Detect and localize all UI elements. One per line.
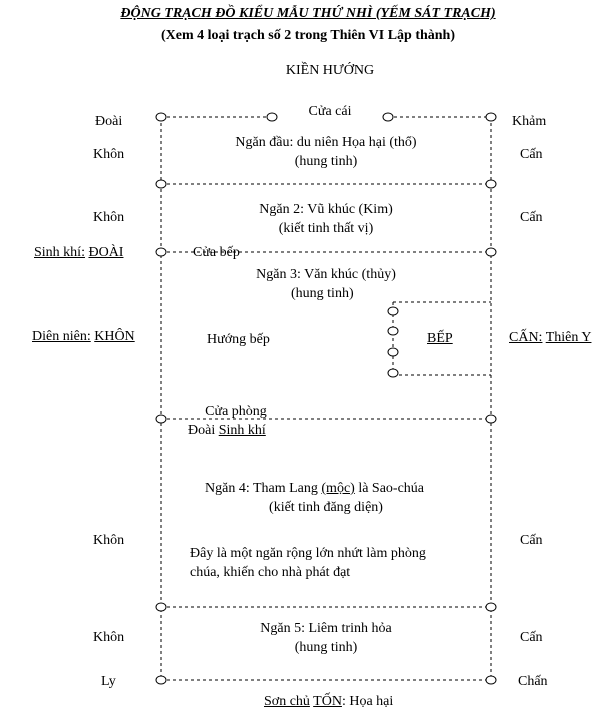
right-label-can-3: Cấn xyxy=(520,533,543,548)
node-circle xyxy=(485,675,497,685)
room-sinh-khi: Sinh khí xyxy=(218,423,266,438)
node-circle xyxy=(485,602,497,612)
left-label-dien-nien: Diên niên: KHÔN xyxy=(32,328,135,346)
right-label-can-2: Cấn xyxy=(520,210,543,225)
son-chu-suffix: : Họa hại xyxy=(341,694,394,709)
ngan-5-line1: Ngăn 5: Liêm trinh hỏa xyxy=(260,621,392,636)
ngan-4-moc: (mộc) xyxy=(321,481,355,496)
ngan-dau-line1: Ngăn đầu: du niên Họa hại (thổ) xyxy=(235,135,417,150)
left-label-sinh-khi: Sinh khí: ĐOÀI xyxy=(34,244,123,262)
ngan-4-desc1: Đây là một ngăn rộng lớn nhứt làm phòng xyxy=(190,546,426,561)
left-label-khon-2: Khôn xyxy=(93,210,125,225)
node-circle xyxy=(382,112,394,122)
node-circle xyxy=(387,347,399,357)
ngan-2-line1: Ngăn 2: Vũ khúc (Kim) xyxy=(259,202,393,217)
left-label-khon-3: Khôn xyxy=(93,533,125,548)
son-chu-value: TỐN xyxy=(313,694,342,709)
ngan-4-line2: (kiết tinh đăng diện) xyxy=(269,500,383,515)
right-label-kham: Khảm xyxy=(512,114,547,129)
node-circle xyxy=(266,112,278,122)
node-circle xyxy=(387,368,399,378)
node-circle xyxy=(485,247,497,257)
son-chu-prefix: Sơn chủ xyxy=(264,694,310,709)
node-circle xyxy=(155,112,167,122)
ngan-2-line2: (kiết tinh thất vị) xyxy=(278,221,374,236)
cua-phong: Cửa phòng xyxy=(205,404,267,419)
can-prefix: CẤN: xyxy=(509,330,543,345)
node-circle xyxy=(485,112,497,122)
room-doai: Đoài xyxy=(188,423,216,438)
sinh-khi-prefix: Sinh khí: xyxy=(34,245,85,260)
ngan-4-line1: Ngăn 4: Tham Lang (mộc) là Sao-chúa xyxy=(205,480,424,498)
left-label-khon-1: Khôn xyxy=(93,147,125,162)
ngan-dau-line2: (hung tinh) xyxy=(294,154,358,169)
left-label-ly: Ly xyxy=(101,674,116,689)
sinh-khi-value: ĐOÀI xyxy=(88,245,124,260)
dien-nien-prefix: Diên niên: xyxy=(32,329,91,344)
bep-label: BẾP xyxy=(427,331,453,346)
node-circle xyxy=(155,247,167,257)
son-chu-label: Sơn chủ TỐN: Họa hại xyxy=(264,693,393,711)
node-circle xyxy=(485,179,497,189)
right-label-can-4: Cấn xyxy=(520,630,543,645)
node-circle xyxy=(387,306,399,316)
cua-bep: Cửa bếp xyxy=(193,245,240,260)
right-label-can-1: Cấn xyxy=(520,147,543,162)
ngan-5-line2: (hung tinh) xyxy=(294,640,358,655)
right-label-chan: Chấn xyxy=(518,674,548,689)
right-label-can-thien-y: CẤN: Thiên Y xyxy=(509,329,591,347)
left-label-doai: Đoài xyxy=(95,114,123,129)
node-circle xyxy=(387,326,399,336)
dien-nien-value: KHÔN xyxy=(94,329,135,344)
huong-bep: Hướng bếp xyxy=(207,332,270,347)
node-circle xyxy=(155,179,167,189)
room-doai-sinh-khi: Đoài Sinh khí xyxy=(188,422,266,440)
diagram-subtitle: (Xem 4 loại trạch số 2 trong Thiên VI Lậ… xyxy=(160,28,456,43)
node-circle xyxy=(155,414,167,424)
left-label-khon-4: Khôn xyxy=(93,630,125,645)
direction-top: KIỀN HƯỚNG xyxy=(285,63,375,78)
ngan-3-line2: (hung tinh) xyxy=(291,286,354,301)
ngan-4-suffix: là Sao-chúa xyxy=(358,481,425,496)
door-main: Cửa cái xyxy=(308,104,352,119)
diagram-title: ĐỘNG TRẠCH ĐỒ KIỂU MẪU THỨ NHÌ (YẾM SÁT … xyxy=(120,6,496,21)
ngan-4-prefix: Ngăn 4: Tham Lang xyxy=(205,481,318,496)
thien-y-value: Thiên Y xyxy=(545,330,592,345)
node-circle xyxy=(155,675,167,685)
ngan-3-line1: Ngăn 3: Văn khúc (thủy) xyxy=(256,267,396,282)
node-circle xyxy=(485,414,497,424)
node-circle xyxy=(155,602,167,612)
ngan-4-desc2: chúa, khiến cho nhà phát đạt xyxy=(190,565,351,580)
